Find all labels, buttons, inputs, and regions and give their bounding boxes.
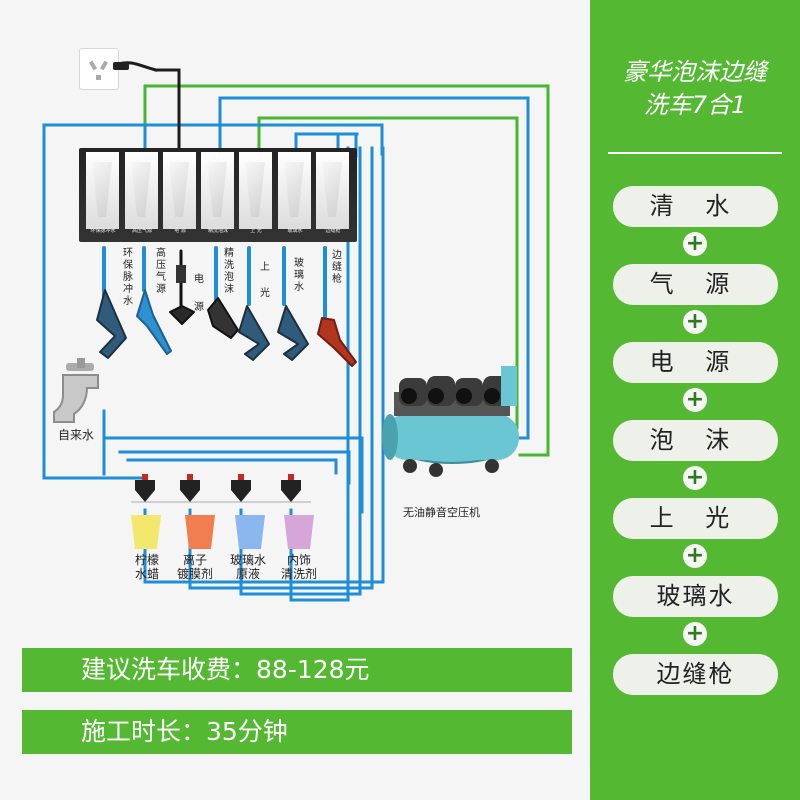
tool-label: 高压气源 [156, 248, 166, 295]
panel-label: 高压气源 [131, 228, 152, 234]
bottle-label: 内饰清洗剂 [280, 553, 317, 581]
bottle [235, 515, 265, 549]
faucet-label: 自来水 [58, 428, 95, 442]
panel-unit [125, 152, 158, 229]
panel-unit [163, 152, 196, 229]
plus-icon: + [683, 622, 707, 646]
panel-label: 玻璃水 [287, 228, 303, 234]
feature-sidebar: 豪华泡沫边缝 洗车7合1 清 水 + 气 源 + 电 源 + 泡 沫 + 上 光… [590, 0, 800, 800]
tool-label: 边缝枪 [332, 250, 342, 285]
bottle [284, 515, 314, 549]
panel-label: 边缝枪 [325, 228, 341, 234]
plus-icon: + [683, 232, 707, 256]
bottle-label: 离子镀膜剂 [176, 553, 213, 581]
panel-unit [316, 152, 349, 229]
feature-air-source: 气 源 [613, 264, 778, 305]
feature-foam: 泡 沫 [613, 420, 778, 461]
feature-wax: 上 光 [613, 498, 778, 539]
panel-label: 电 源 [174, 228, 186, 234]
panel-unit [86, 152, 119, 229]
bottle-label: 柠檬水蜡 [134, 553, 159, 581]
tool-label: 精洗泡沫 [224, 248, 234, 295]
tool-label: 电 源 [194, 274, 204, 313]
tool-label: 上 光 [260, 262, 270, 299]
title-divider [608, 152, 782, 154]
bottle [131, 515, 161, 549]
sidebar-title: 豪华泡沫边缝 洗车7合1 [623, 58, 767, 119]
bottle [185, 515, 215, 549]
panel-label: 上 光 [250, 228, 262, 234]
pipe-diagram [42, 61, 550, 602]
tool-label: 环保脉冲水 [123, 248, 133, 307]
plus-icon: + [683, 388, 707, 412]
compressor-label: 无油静音空压机 [403, 506, 480, 519]
panel-unit [239, 152, 272, 229]
feature-edge-gun: 边缝枪 [613, 654, 778, 695]
tools-and-equipment [53, 246, 519, 502]
bottle-label: 玻璃水原液 [229, 553, 266, 581]
panel-unit [201, 152, 234, 229]
plus-icon: + [683, 544, 707, 568]
duration-bar: 施工时长：35分钟 [22, 710, 572, 754]
feature-clean-water: 清 水 [613, 186, 778, 227]
price-bar: 建议洗车收费：88-128元 [22, 648, 572, 692]
tool-label: 玻璃水 [294, 258, 304, 293]
feature-power-source: 电 源 [613, 342, 778, 383]
plus-icon: + [683, 310, 707, 334]
feature-glass-water: 玻璃水 [613, 576, 778, 617]
panel-label: 精洗泡沫 [207, 228, 228, 234]
panel-unit [278, 152, 311, 229]
panel-label: 环保脉冲水 [90, 228, 116, 234]
chemical-bottles [131, 515, 314, 549]
plus-icon: + [683, 466, 707, 490]
power-socket [79, 48, 119, 90]
